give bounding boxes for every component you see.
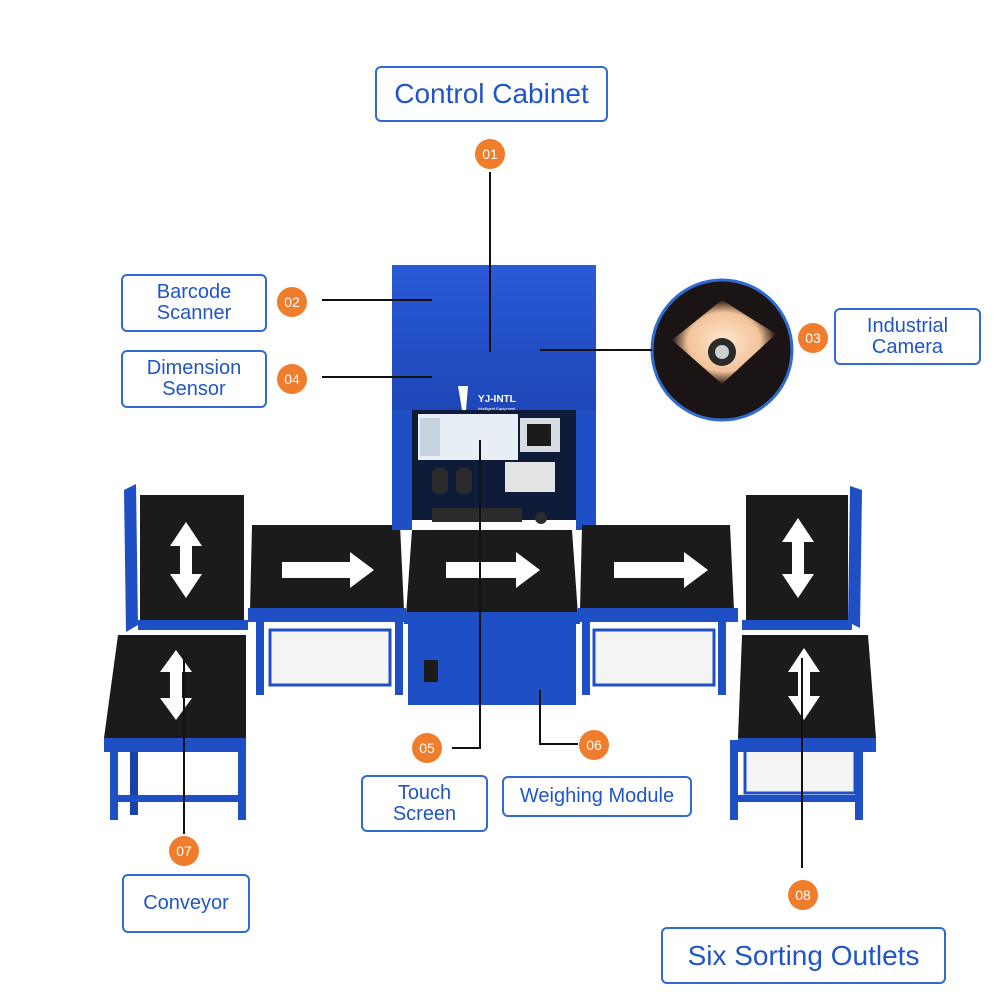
badge-08: 08 bbox=[788, 880, 818, 910]
label-control-cabinet: Control Cabinet bbox=[375, 66, 608, 122]
label-six-sorting-outlets: Six Sorting Outlets bbox=[661, 927, 946, 984]
logo-tagline: Intelligent Equipment bbox=[478, 406, 516, 411]
weighing-station bbox=[404, 530, 580, 705]
double-arrow-vertical-icon bbox=[782, 518, 814, 598]
arrow-right-icon bbox=[446, 552, 540, 588]
badge-06: 06 bbox=[579, 730, 609, 760]
sorting-outlet-left-top bbox=[124, 484, 248, 632]
leader-lines bbox=[183, 172, 803, 868]
label-barcode-scanner: Barcode Scanner bbox=[121, 274, 267, 332]
sorting-outlet-right-top bbox=[742, 486, 862, 630]
badge-07: 07 bbox=[169, 836, 199, 866]
logo-text: YJ-INTL bbox=[478, 394, 516, 405]
label-weighing-module: Weighing Module bbox=[502, 776, 692, 817]
label-touch-screen: Touch Screen bbox=[361, 775, 488, 832]
badge-01: 01 bbox=[475, 139, 505, 169]
control-cabinet: YJ-INTL Intelligent Equipment bbox=[392, 265, 596, 530]
label-conveyor: Conveyor bbox=[122, 874, 250, 933]
badge-02: 02 bbox=[277, 287, 307, 317]
logo-mark bbox=[458, 386, 468, 410]
arrow-right-icon bbox=[282, 552, 374, 588]
badge-04: 04 bbox=[277, 364, 307, 394]
badge-03: 03 bbox=[798, 323, 828, 353]
sorting-outlet-right-bottom bbox=[730, 635, 876, 820]
industrial-camera-inset bbox=[650, 278, 794, 422]
label-dimension-sensor: Dimension Sensor bbox=[121, 350, 267, 408]
keyboard bbox=[432, 508, 522, 522]
badge-05: 05 bbox=[412, 733, 442, 763]
double-arrow-vertical-icon bbox=[788, 648, 820, 720]
sorting-outlet-left-bottom bbox=[104, 635, 246, 820]
conveyor-left bbox=[248, 525, 406, 695]
arrow-right-icon bbox=[614, 552, 708, 588]
label-industrial-camera: Industrial Camera bbox=[834, 308, 981, 365]
conveyor-right bbox=[578, 525, 738, 695]
double-arrow-vertical-icon bbox=[170, 522, 202, 598]
